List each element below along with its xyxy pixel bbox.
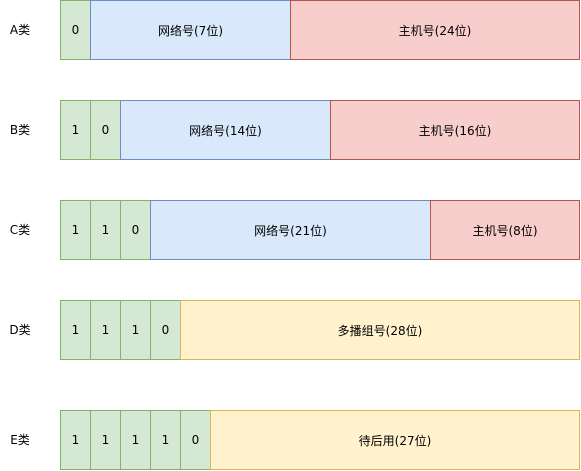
row-label-c: C类	[9, 223, 31, 237]
class-b-network-field: 网络号(14位)	[120, 100, 331, 160]
class-b-host-field: 主机号(16位)	[330, 100, 580, 160]
class-c-bit-0: 1	[60, 200, 91, 260]
row-label-a: A类	[9, 23, 31, 37]
class-c-bit-1: 1	[90, 200, 121, 260]
row-label-d: D类	[9, 323, 31, 337]
row-label-e: E类	[10, 433, 30, 447]
class-e-bit-0: 1	[60, 410, 91, 470]
class-b-bit-0: 1	[60, 100, 91, 160]
class-e-bit-1: 1	[90, 410, 121, 470]
class-c-host-field: 主机号(8位)	[430, 200, 580, 260]
class-e-bit-3: 1	[150, 410, 181, 470]
class-d-bit-1: 1	[90, 300, 121, 360]
class-c-network-field: 网络号(21位)	[150, 200, 431, 260]
row-label-b: B类	[9, 123, 31, 137]
class-e-bit-2: 1	[120, 410, 151, 470]
class-b-bit-1: 0	[90, 100, 121, 160]
class-d-multicast-field: 多播组号(28位)	[180, 300, 580, 360]
class-a-network-field: 网络号(7位)	[90, 0, 291, 60]
class-e-bit-4: 0	[180, 410, 211, 470]
class-d-bit-0: 1	[60, 300, 91, 360]
class-d-bit-2: 1	[120, 300, 151, 360]
class-e-reserved-field: 待后用(27位)	[210, 410, 580, 470]
class-a-host-field: 主机号(24位)	[290, 0, 580, 60]
class-d-bit-3: 0	[150, 300, 181, 360]
class-a-bit-0: 0	[60, 0, 91, 60]
class-c-bit-2: 0	[120, 200, 151, 260]
